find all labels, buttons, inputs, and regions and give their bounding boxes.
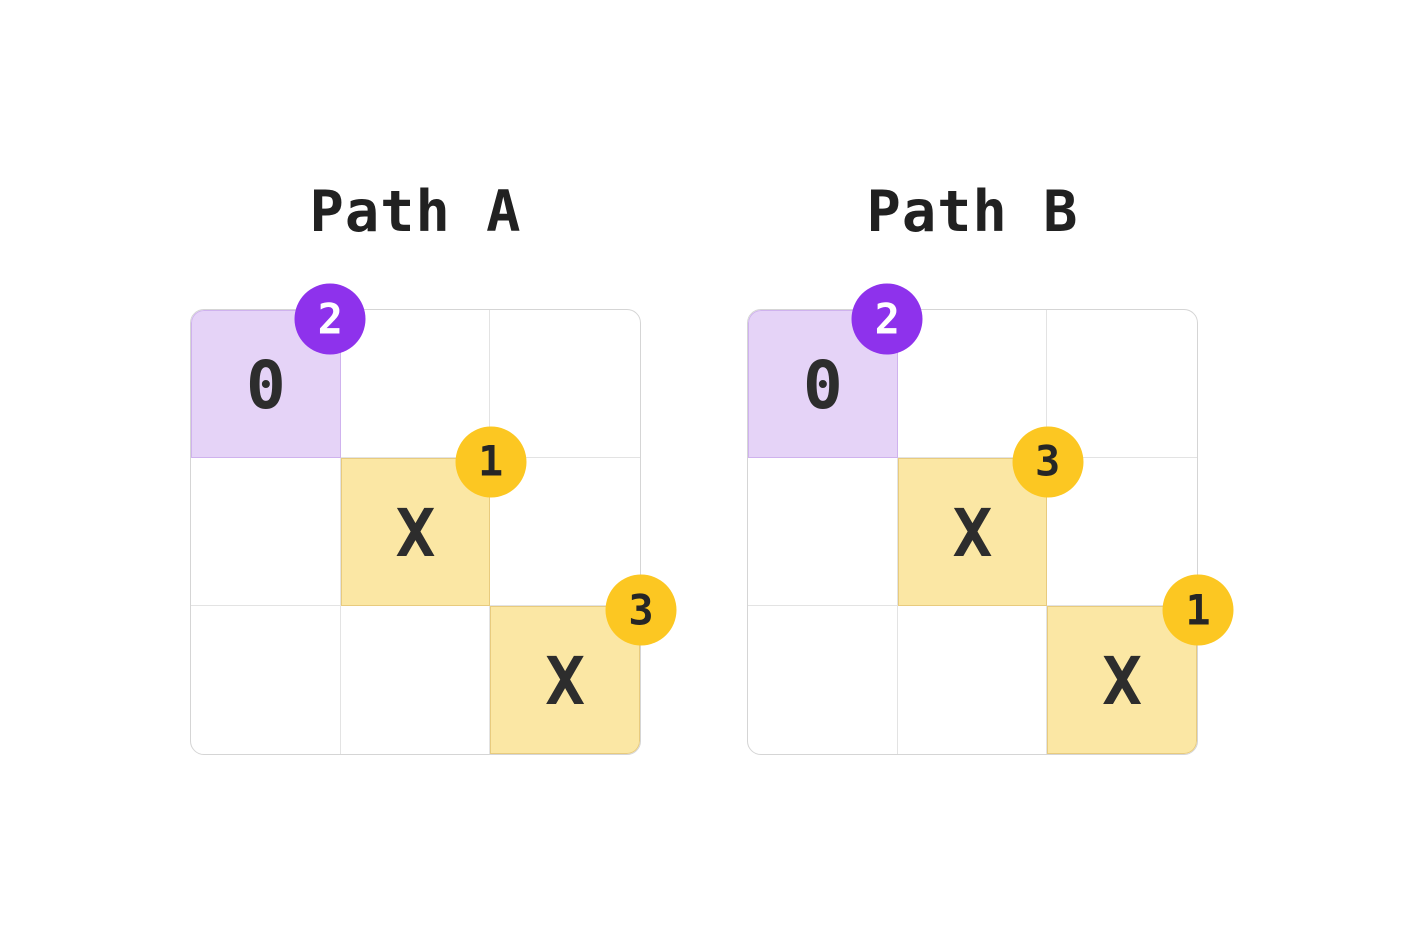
cell-label: 0 — [802, 347, 843, 424]
cell-label: X — [952, 495, 993, 572]
grid-cell-r1-c0 — [748, 458, 898, 606]
step-order-badge: 2 — [851, 283, 923, 355]
cell-label: 0 — [245, 347, 286, 424]
grid-cell-r2-c0 — [748, 606, 898, 754]
step-order-badge: 2 — [294, 283, 366, 355]
step-order-badge: 1 — [455, 426, 527, 498]
grid-cell-r0-c2 — [490, 310, 640, 458]
panel-title-path-b: Path B — [866, 179, 1079, 245]
step-order-badge: 3 — [1012, 426, 1084, 498]
grid-cell-r2-c0 — [191, 606, 341, 754]
obstacle-cell: X — [340, 458, 491, 606]
grid-cell-r0-c2 — [1047, 310, 1197, 458]
grid-cell-r0-c1 — [340, 310, 491, 458]
grid-cell-r2-c1 — [898, 606, 1048, 754]
step-order-badge: 1 — [1162, 574, 1234, 646]
cell-label: X — [545, 643, 586, 720]
cell-label: X — [1102, 643, 1143, 720]
grid-cell-r2-c1 — [341, 606, 491, 754]
grid-cell-r0-c1 — [897, 310, 1048, 458]
obstacle-cell: X — [1047, 606, 1197, 754]
grid-cell-r1-c0 — [191, 458, 341, 606]
cell-label: X — [395, 495, 436, 572]
step-order-badge: 3 — [605, 574, 677, 646]
grid-cell-r1-c2 — [490, 458, 640, 606]
start-cell: 0 — [748, 310, 898, 458]
grid-cell-r1-c2 — [1047, 458, 1197, 606]
panel-title-path-a: Path A — [309, 179, 522, 245]
